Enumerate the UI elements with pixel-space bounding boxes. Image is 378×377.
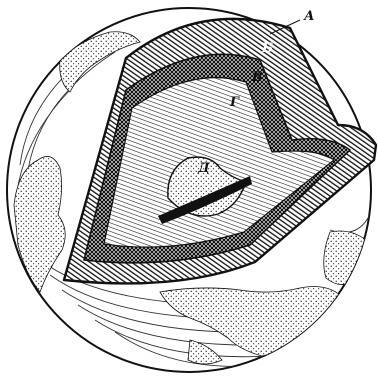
label-b: Б (261, 41, 273, 56)
label-v: В (251, 70, 263, 85)
label-g: Г (229, 95, 240, 110)
label-d: Д (197, 161, 210, 176)
label-a: А (303, 9, 315, 24)
continent-right (324, 231, 367, 285)
